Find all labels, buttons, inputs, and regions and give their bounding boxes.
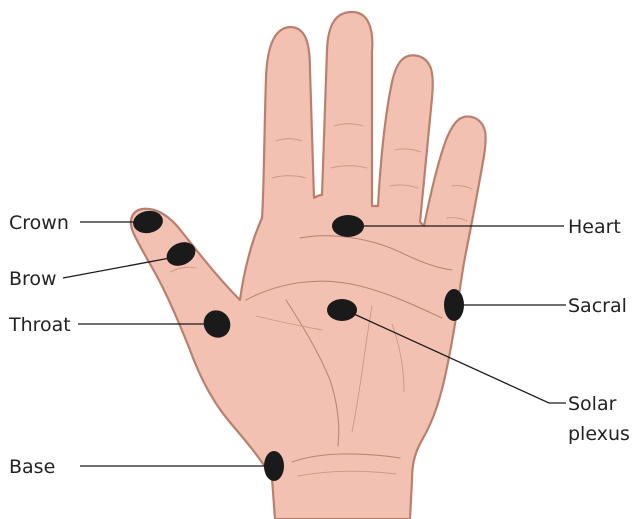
sacral-marker [444,289,464,321]
heart-marker [332,215,364,237]
label-base: Base [9,456,55,478]
solar-plexus-marker [327,299,357,321]
label-heart: Heart [568,216,621,238]
label-brow: Brow [9,268,57,290]
label-solar-plexus-line2: plexus [568,423,630,445]
label-solar-plexus-line1: Solar [568,393,617,415]
label-throat: Throat [8,314,71,336]
hand-illustration [131,12,486,519]
label-sacral: Sacral [568,295,627,317]
base-marker [264,451,284,481]
label-crown: Crown [9,212,69,234]
